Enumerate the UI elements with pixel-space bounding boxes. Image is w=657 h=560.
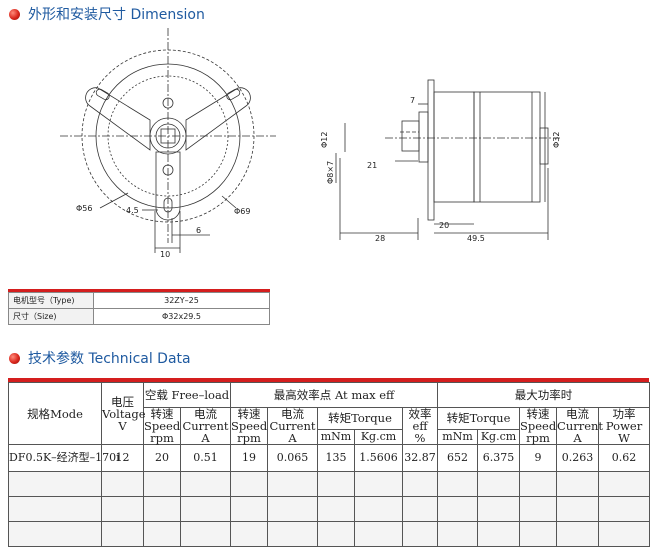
cell-nl-current: 0.51: [180, 444, 231, 472]
cell-me-current: 0.065: [267, 444, 318, 472]
cell-model: DF0.5K–经济型–170i: [8, 444, 120, 472]
mount-arm-left: [85, 87, 151, 151]
type-row: 电机型号（Type) 32ZY–25: [8, 292, 270, 309]
type-label: 电机型号（Type): [8, 292, 94, 309]
table-row-empty: [8, 496, 651, 522]
dimension-drawing: Φ56 Φ69 4.5 10 6 28 20 49.5 21: [60, 28, 561, 259]
type-table-accent-bar: [8, 289, 270, 292]
size-row: 尺寸（Size) Φ32x29.5: [8, 308, 270, 325]
cell-mp-torque-mnm: 652: [437, 444, 479, 472]
gearbox-body: [433, 91, 475, 203]
slot-bottom: [163, 197, 173, 213]
size-label: 尺寸（Size): [8, 308, 94, 325]
hub: [418, 111, 429, 163]
label-495: 49.5: [467, 234, 485, 243]
label-7: 7: [410, 96, 415, 105]
label-d32: Φ32: [552, 132, 561, 148]
side-view: [335, 79, 560, 240]
bullet-icon: [9, 8, 20, 20]
header-me-mnm: mNm: [317, 428, 355, 446]
slot-right: [226, 88, 241, 101]
leader-d56: [99, 192, 129, 209]
cell-mp-current: 0.263: [556, 444, 600, 472]
table-row-empty: [8, 471, 651, 497]
screw-bottom: [162, 164, 174, 176]
header-row-3: mNm Kg.cm mNm Kg.cm: [9, 428, 650, 446]
label-6: 6: [196, 226, 201, 235]
table-row: DF0.5K–经济型–170i 12 20 0.51 19 0.065 135 …: [8, 444, 651, 472]
mount-arm-right: [185, 87, 251, 151]
header-me-torque: 转矩Torque: [317, 407, 403, 430]
label-d56: Φ56: [76, 204, 92, 213]
header-mp-kgcm: Kg.cm: [477, 428, 521, 446]
table-row-empty: [8, 521, 651, 547]
cell-me-torque-kgcm: 1.5606: [354, 444, 403, 472]
section-dimension-title: 外形和安装尺寸 Dimension: [9, 4, 205, 24]
cell-me-eff: 32.87: [401, 444, 439, 472]
label-d8x7: Φ8×7: [326, 161, 335, 184]
shaft: [401, 120, 420, 152]
bullet-icon: [9, 352, 20, 364]
header-me-kgcm: Kg.cm: [354, 428, 403, 446]
cell-mp-power: 0.62: [598, 444, 651, 472]
cell-mp-torque-kgcm: 6.375: [477, 444, 521, 472]
header-max-power: 最大功率时: [437, 382, 651, 408]
header-max-eff: 最高效率点 At max eff: [229, 382, 439, 408]
type-value: 32ZY–25: [93, 292, 270, 309]
header-model: 规格Mode: [8, 382, 102, 445]
mount-arm-bottom: [155, 151, 181, 221]
label-21: 21: [367, 161, 377, 170]
label-d12: Φ12: [320, 132, 329, 148]
motor-body: [473, 91, 541, 203]
size-value: Φ32x29.5: [93, 308, 270, 325]
cell-me-torque-mnm: 135: [317, 444, 355, 472]
slot-left: [95, 88, 110, 101]
header-mp-mnm: mNm: [437, 428, 479, 446]
label-20: 20: [439, 221, 449, 230]
cell-mp-speed: 9: [519, 444, 558, 472]
label-28: 28: [375, 234, 385, 243]
screw-top: [162, 97, 174, 109]
section-technical-title: 技术参数 Technical Data: [9, 348, 191, 368]
cell-me-speed: 19: [230, 444, 268, 472]
end-cap: [539, 127, 549, 165]
leader-d69: [221, 195, 237, 209]
label-d69: Φ69: [234, 207, 250, 216]
front-view: [60, 28, 276, 253]
cell-nl-speed: 20: [143, 444, 181, 472]
type-table: 电机型号（Type) 32ZY–25 尺寸（Size) Φ32x29.5: [8, 292, 270, 325]
header-free-load: 空载 Free–load: [143, 382, 231, 408]
label-45: 4.5: [126, 206, 139, 215]
tech-table-accent-bar: [8, 378, 649, 382]
flange: [427, 79, 435, 221]
label-10: 10: [160, 250, 170, 259]
header-mp-torque: 转矩Torque: [437, 407, 521, 430]
